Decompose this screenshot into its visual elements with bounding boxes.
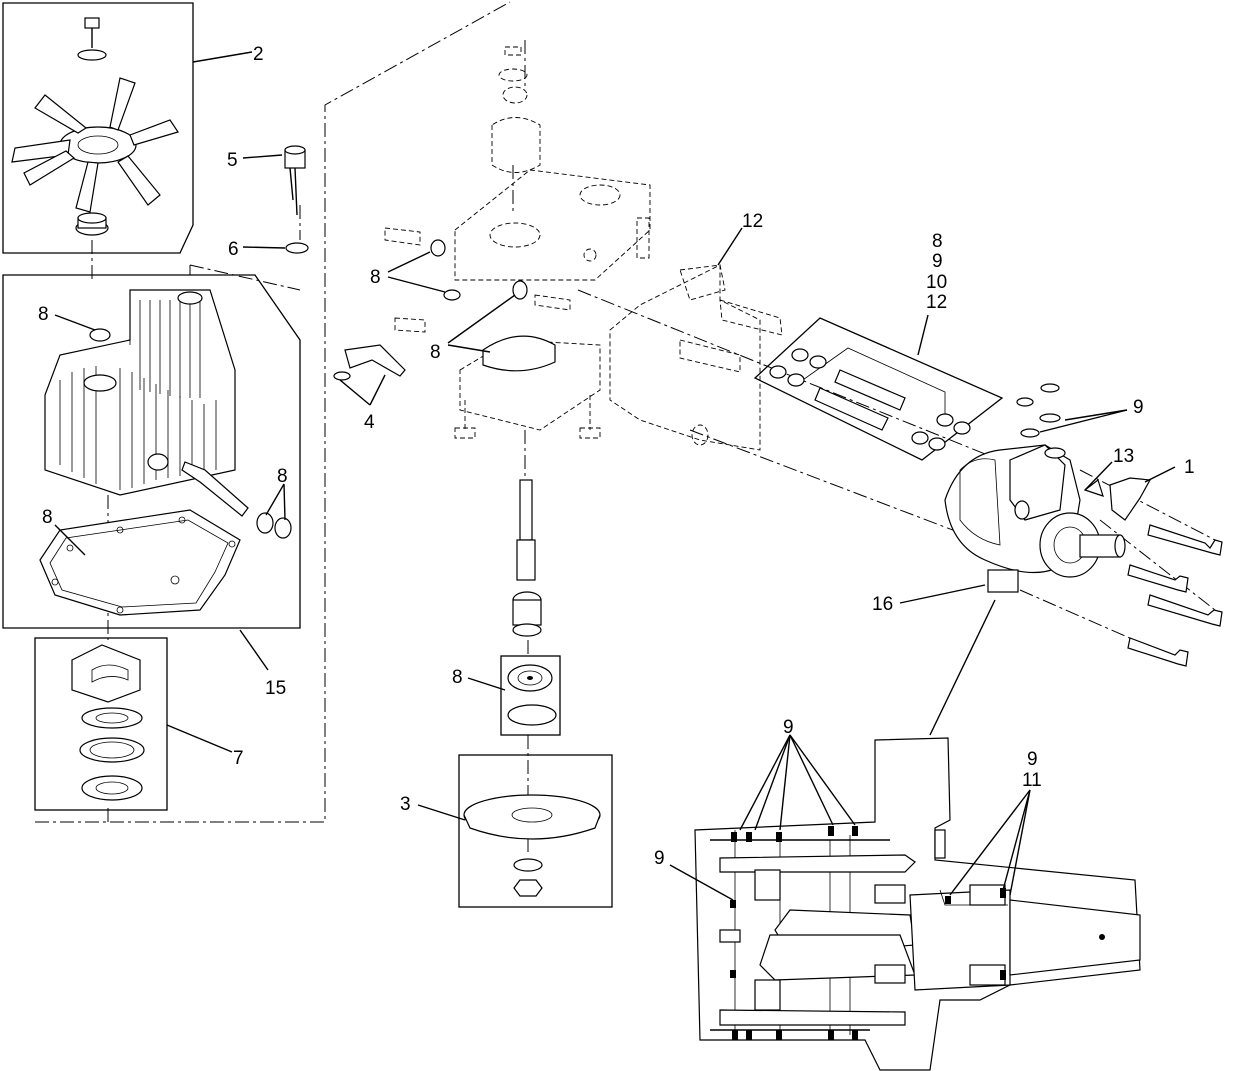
cylinder-gasket [39, 509, 241, 616]
callout-8-seal: 8 [277, 466, 288, 487]
swashplate-cradle [71, 644, 141, 703]
cylinder-housing-box [2, 274, 301, 629]
o-ring-6 [285, 242, 309, 254]
assembly-boundary-lines [35, 1, 1216, 855]
cylinder-block [44, 289, 236, 496]
callout-6: 6 [228, 239, 239, 260]
callout-5: 5 [227, 150, 238, 171]
pulley-box [458, 754, 613, 908]
seal-kit-box [753, 317, 1004, 461]
kit-callout-8: 8 [932, 231, 943, 252]
fan-blades [11, 77, 179, 213]
fan-hub-nut [75, 212, 109, 236]
callout-8-center-plate: 8 [370, 267, 381, 288]
fan-bolt [77, 17, 107, 61]
callout-8-bearing: 8 [452, 667, 463, 688]
kit-callout-12: 12 [926, 292, 947, 313]
callout-9-section-top: 9 [783, 717, 794, 738]
fan-assembly-box [2, 2, 194, 254]
wheel-motor [944, 383, 1151, 593]
callout-9-stack: 9 [1027, 749, 1038, 770]
control-lever [333, 344, 406, 381]
callout-11-stack: 11 [1022, 770, 1042, 791]
callout-16: 16 [872, 594, 893, 615]
callout-2: 2 [253, 44, 264, 65]
center-section [384, 46, 651, 439]
mounting-bolts [1127, 524, 1223, 667]
bearing-box [500, 655, 561, 736]
callout-4: 4 [364, 412, 375, 433]
pump-shaft [512, 479, 542, 637]
callout-3: 3 [400, 794, 411, 815]
housing-bracket [609, 264, 783, 451]
cylinder-lever [181, 461, 292, 539]
callout-12-bracket: 12 [742, 211, 763, 232]
callout-9-section-left: 9 [654, 848, 665, 869]
callout-7: 7 [233, 748, 244, 769]
callout-1: 1 [1184, 457, 1195, 478]
dipstick-cap [284, 145, 306, 216]
callout-8-center-cover: 8 [430, 342, 441, 363]
callout-8-gasket: 8 [42, 507, 53, 528]
callout-labels: 2 5 6 8 8 8 15 7 8 8 4 8 3 12 8 9 10 12 … [38, 44, 1195, 869]
thrust-bearing-box [34, 637, 168, 811]
callout-8-cylinder: 8 [38, 304, 49, 325]
kit-callout-10: 10 [926, 272, 947, 293]
motor-cross-section [694, 737, 1141, 1071]
leader-lines [54, 51, 1176, 901]
kit-callout-9: 9 [932, 251, 943, 272]
callout-15: 15 [265, 678, 286, 699]
callout-9-motor: 9 [1133, 397, 1144, 418]
callout-13: 13 [1113, 446, 1134, 467]
